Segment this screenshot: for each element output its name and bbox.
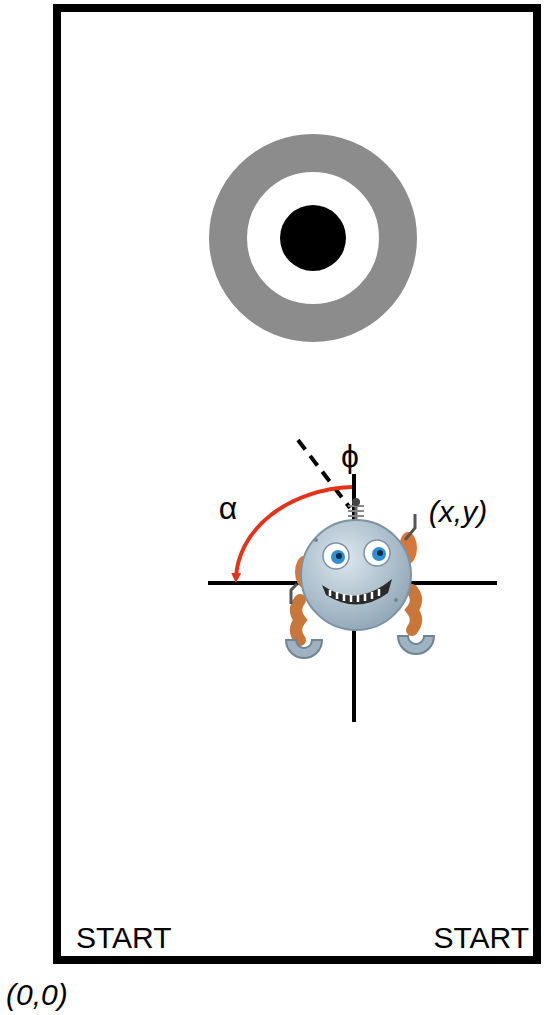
- target-ring: [228, 153, 398, 323]
- start-label: START: [433, 921, 529, 956]
- robot-eye: [364, 540, 390, 566]
- target-center: [280, 205, 346, 271]
- robot-antenna: [291, 584, 297, 604]
- robot-antenna-tip: [352, 498, 360, 506]
- robot-pupil: [336, 553, 342, 559]
- robot-arm: [296, 600, 300, 640]
- robot-antenna: [405, 514, 415, 540]
- robot: [286, 498, 434, 658]
- arena-border: [57, 8, 537, 960]
- robot-rivet: [314, 538, 318, 542]
- robot-claw: [398, 636, 434, 654]
- robot-pupil: [372, 547, 386, 561]
- robot-pupil: [331, 550, 345, 564]
- robot-rivet: [394, 598, 398, 602]
- robot-mouth: [322, 579, 392, 605]
- robot-pupil: [377, 550, 383, 556]
- robot-eye: [323, 543, 349, 569]
- position-label: (x,y): [429, 495, 487, 530]
- robot-coil: [348, 506, 364, 516]
- start-label: START: [76, 921, 172, 956]
- robot-claw: [286, 640, 322, 658]
- angle-symbol: α: [219, 490, 238, 527]
- origin-label: (0,0): [6, 978, 68, 1013]
- robot-teeth: [330, 589, 379, 602]
- robot-head: [301, 520, 411, 630]
- angle-symbol: ϕ: [339, 438, 361, 475]
- robot-arm: [412, 590, 416, 630]
